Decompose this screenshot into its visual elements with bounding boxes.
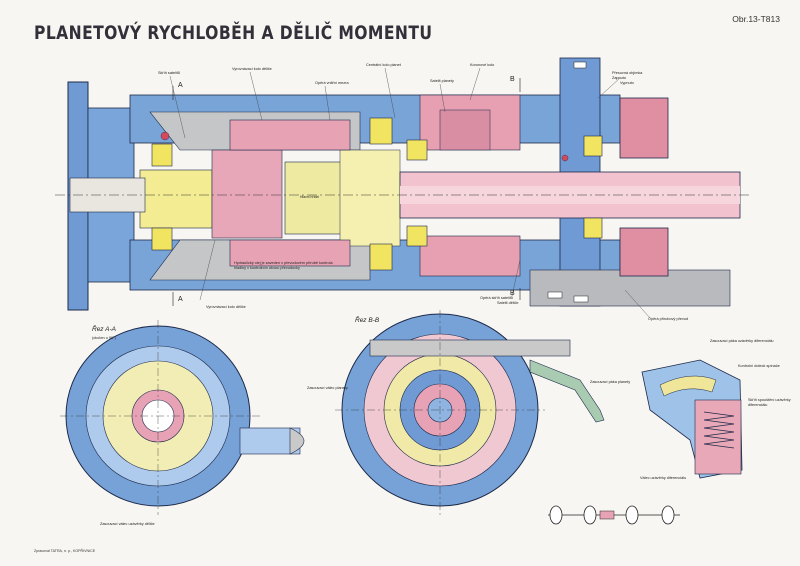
label-divider-balance-gear-2: Vyrovnávací kolo děliče <box>206 305 246 309</box>
label-diff-lock-housing: Skříň spouštění uzávěrky diferenciálu <box>748 398 791 407</box>
pink-gear-upper <box>229 119 351 151</box>
b-b-top-lever <box>369 339 571 357</box>
bearing-7 <box>583 135 603 157</box>
pink-gear-left <box>211 149 283 239</box>
yellow-sleeve <box>339 149 401 247</box>
output-flange-bottom <box>619 227 669 277</box>
ring-gear-bottom <box>419 235 521 277</box>
label-divider-lock-cylinder: Zasouvací válec uzávěrky děliče <box>100 522 155 526</box>
section-a-a-view <box>60 320 305 515</box>
section-mark-a-bottom: A <box>178 296 183 303</box>
label-engaged: Zapnuto <box>612 76 626 80</box>
label-oil-note: Hydraulický olej je zaveden v převodovém… <box>234 261 333 270</box>
label-inner-support: Opěrá vnitřní mezra <box>315 81 349 85</box>
detail-cylinder <box>694 399 742 475</box>
label-divider-satellite: Satelit děliče <box>497 301 519 305</box>
input-shaft-yellow <box>139 169 213 229</box>
label-planet-shift-cylinder: Zasouvací válec planety <box>307 386 348 390</box>
label-central-gear: Centrální kolo planet <box>366 63 401 67</box>
ring-seal-2 <box>561 154 569 162</box>
section-mark-b-top: B <box>510 76 515 83</box>
figure-reference: Obr.13-T813 <box>732 14 780 24</box>
planet-gear-top <box>439 109 491 151</box>
diff-lock-detail <box>641 359 743 479</box>
bolt-bottom-1 <box>547 291 563 299</box>
section-a-a-title: Řez A-A <box>92 326 116 333</box>
label-planet-satellite: Satelit planety <box>430 79 454 83</box>
bolt-top-1 <box>573 61 587 69</box>
schematic-wheel-4 <box>661 505 675 525</box>
label-shift-sleeve: Přesuvná objímka <box>612 71 643 75</box>
label-diff-lock-cylinder: Válec uzávěrky diferenciálu <box>640 476 687 480</box>
leader-lines <box>169 67 651 319</box>
section-b-b-title: Řez B-B <box>355 317 380 324</box>
pink-gear-lower <box>229 239 351 267</box>
bearing-8 <box>583 217 603 239</box>
detail-spring <box>703 411 735 449</box>
bearing-2 <box>151 227 173 251</box>
section-a-a-subtitle: (otočen o 90°) <box>92 336 116 340</box>
b-b-shift-lever <box>529 359 605 423</box>
section-mark-b-bottom: B <box>510 290 515 297</box>
label-satellite-housing: Skříň satelitů <box>158 71 180 75</box>
publisher-note: Zpracoval TATRA, n. p., KOPŘIVNICE <box>34 549 96 553</box>
longitudinal-section <box>55 57 750 311</box>
section-mark-a-top: A <box>178 82 183 89</box>
schematic-diff-pink <box>599 510 615 520</box>
a-a-piston <box>289 427 305 455</box>
sheet-title: PLANETOVÝ RYCHLOBĚH A DĚLIČ MOMENTU <box>34 22 433 44</box>
label-main-shaft: Hlavní hřídel <box>300 195 320 199</box>
schematic-wheel-2 <box>583 505 597 525</box>
bearing-3 <box>369 117 393 145</box>
schematic-wheel-1 <box>549 505 563 525</box>
output-flange-top <box>619 97 669 159</box>
bearing-1 <box>151 143 173 167</box>
vehicle-schematic <box>548 505 680 525</box>
bearing-4 <box>369 243 393 271</box>
label-satellite-housing-support: Opěrá skříň satelitů <box>480 296 513 300</box>
label-disengaged: Vypnuto <box>620 81 634 85</box>
output-shaft-core <box>400 186 740 204</box>
bolt-bottom-2 <box>573 295 589 303</box>
label-ring-gear: Korunové kolo <box>470 63 495 67</box>
ring-seal-1 <box>160 131 170 141</box>
section-b-b-view <box>335 310 605 515</box>
label-divider-balance-gear: Vyrovnávací kolo děliče <box>232 67 272 71</box>
detail-lever-yellow <box>659 375 717 397</box>
schematic-wheel-3 <box>625 505 639 525</box>
label-diff-lock-lever: Zasouvací páka uzávěrky diferenciálu <box>710 339 774 343</box>
label-planet-shift-lever: Zasouvací páka planety <box>590 380 631 384</box>
bearing-5 <box>406 139 428 161</box>
label-flange-support: Opěrá přírubový převod <box>648 317 689 321</box>
bearing-6 <box>406 225 428 247</box>
label-switch-contact: Kontrolní doteck spínače <box>738 364 780 368</box>
